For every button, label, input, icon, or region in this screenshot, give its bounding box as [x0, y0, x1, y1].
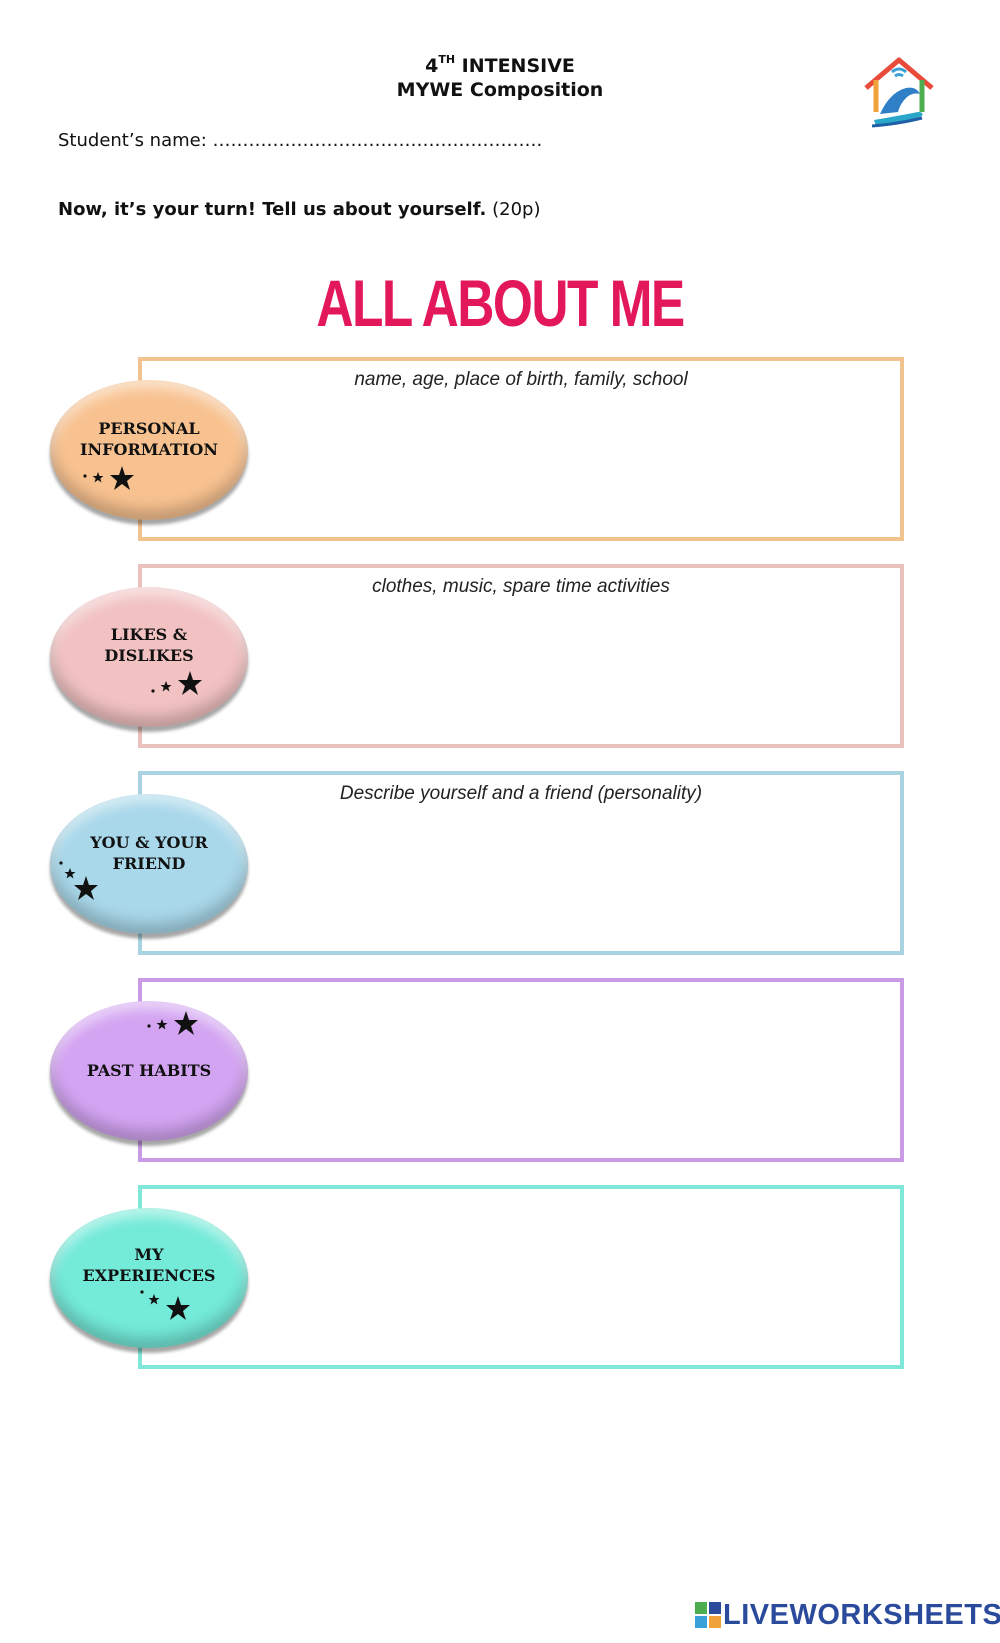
answer-box-hint: clothes, music, spare time activities [372, 576, 670, 597]
liveworksheets-footer[interactable]: LIVEWORKSHEETS [695, 1598, 1000, 1632]
star-icon [140, 1290, 190, 1320]
section-label-likes-dislikes: LIKES &DISLIKES [50, 587, 248, 727]
liveworksheets-logo-icon [695, 1602, 721, 1628]
instruction-text: Now, it’s your turn! Tell us about yours… [58, 199, 487, 220]
section-label-text: PAST HABITS [86, 1061, 212, 1080]
answer-box-likes-dislikes[interactable]: clothes, music, spare time activities [138, 564, 904, 748]
student-name-dots: ………………………………………………. [212, 130, 543, 151]
header-line-1: 4TH INTENSIVE [425, 53, 575, 77]
answer-box-hint: name, age, place of birth, family, schoo… [354, 369, 688, 390]
worksheet-header: 4TH INTENSIVE MYWE Composition [0, 54, 1000, 102]
answer-box-past-habits[interactable] [138, 978, 904, 1162]
student-name-label: Student’s name: [58, 130, 213, 151]
answer-box-hint: Describe yourself and a friend (personal… [339, 783, 703, 804]
star-icon [151, 671, 202, 695]
answer-box-you-and-your-friend[interactable]: Describe yourself and a friend (personal… [138, 771, 904, 955]
star-icon [59, 861, 98, 900]
page-title: ALL ABOUT ME [316, 266, 685, 340]
header-line-2: MYWE Composition [396, 79, 604, 101]
star-icon [147, 1011, 198, 1035]
star-icon [83, 466, 134, 490]
section-label-text: LIKES &DISLIKES [104, 625, 194, 665]
student-name-line[interactable]: Student’s name: ………………………………………………. [58, 130, 542, 151]
section-label-past-habits: PAST HABITS [50, 1001, 248, 1141]
instruction-points: (20p) [486, 199, 541, 220]
footer-brand-text: LIVEWORKSHEETS [723, 1598, 1000, 1631]
house-hand-logo-icon [864, 57, 934, 128]
answer-box-personal-information[interactable]: name, age, place of birth, family, schoo… [138, 357, 904, 541]
answer-box-my-experiences[interactable] [138, 1185, 904, 1369]
instruction: Now, it’s your turn! Tell us about yours… [58, 199, 541, 220]
